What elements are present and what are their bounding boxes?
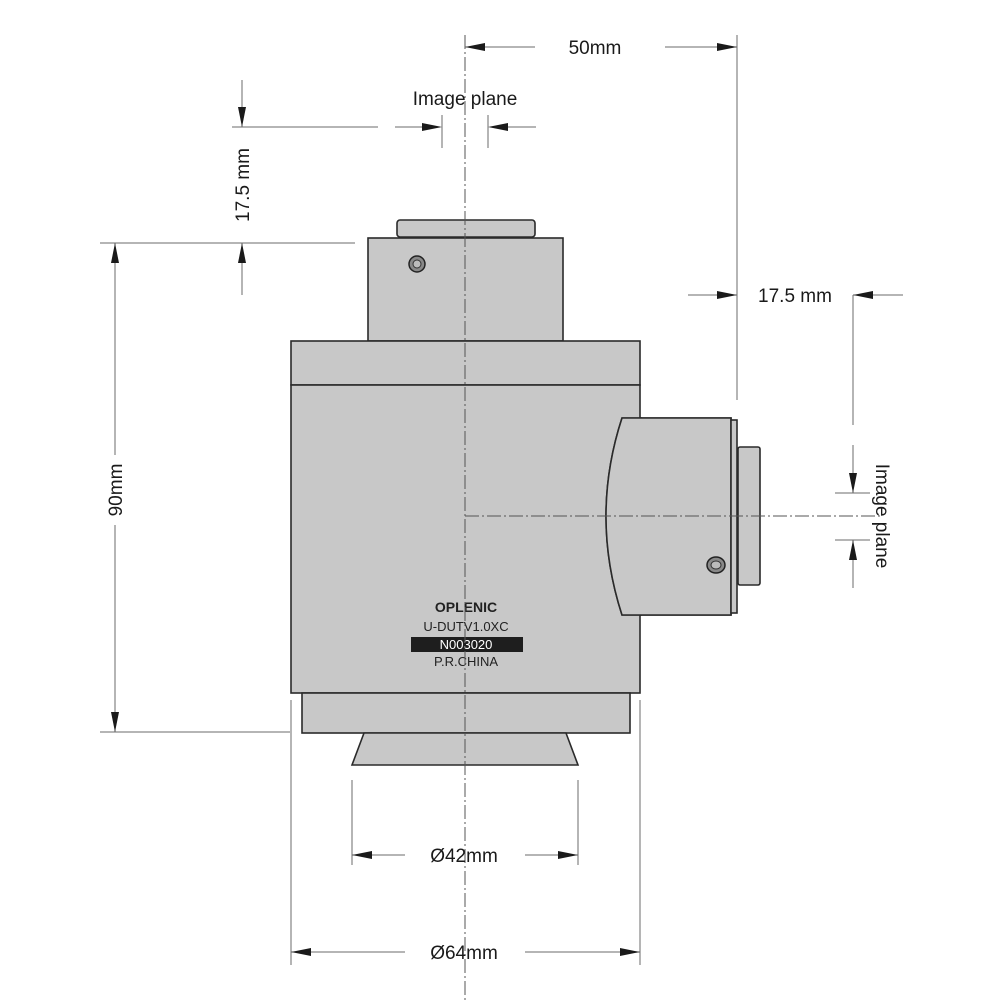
dimension-side-17-5mm: 17.5 mm [688,286,903,307]
dimension-label: 50mm [569,38,622,59]
screw-icon [706,556,726,574]
adapter-body: OPLENIC U-DUTV1.0XC N003020 P.R.CHINA [290,219,761,766]
origin-label: P.R.CHINA [434,654,498,669]
screw-icon [408,255,426,273]
dimension-label: Image plane [871,464,892,569]
dimension-label: 17.5 mm [233,148,254,222]
dimension-side-image-plane: Image plane [849,445,892,588]
dimension-top-17-5mm: 17.5 mm [233,80,254,295]
brand-label: OPLENIC [435,599,497,615]
top-c-mount-flange [396,219,536,238]
dimension-label: Ø42mm [430,846,498,867]
dimension-label: 90mm [106,464,127,517]
dimension-50mm: 50mm [465,38,737,59]
model-label: U-DUTV1.0XC [423,619,508,634]
dimension-label: Image plane [413,89,518,110]
serial-label: N003020 [440,637,493,652]
dimension-42mm: Ø42mm [352,846,578,867]
dimension-64mm: Ø64mm [291,943,640,964]
serial-plate [411,637,523,652]
dimension-label: 17.5 mm [758,286,832,307]
extension-lines [100,35,870,965]
bottom-ring [301,692,631,734]
dimension-90mm: 90mm [106,243,127,732]
dimension-label: Ø64mm [430,943,498,964]
dimension-top-image-plane: Image plane [395,89,536,148]
